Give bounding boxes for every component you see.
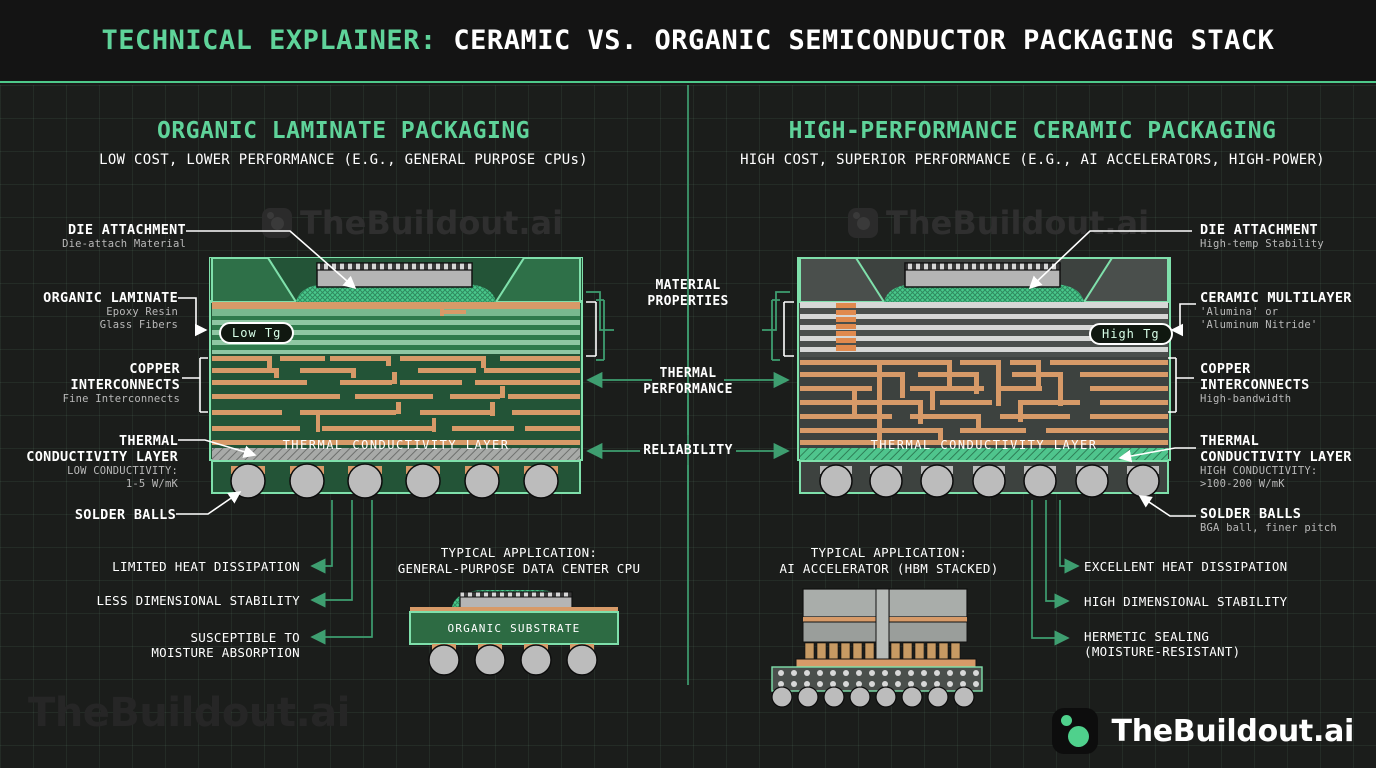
right-callout-solder-balls: SOLDER BALLS BGA ball, finer pitch: [1200, 506, 1376, 535]
left-panel-title-block: ORGANIC LAMINATE PACKAGING LOW COST, LOW…: [0, 118, 687, 168]
right-callout-die-attachment: DIE ATTACHMENT High-temp Stability: [1200, 222, 1376, 251]
left-app-line2: GENERAL-PURPOSE DATA CENTER CPU: [397, 561, 641, 576]
right-panel-subtitle: HIGH COST, SUPERIOR PERFORMANCE (E.G., A…: [740, 152, 1325, 168]
right-callout-ceramic-multilayer: CERAMIC MULTILAYER 'Alumina' or 'Aluminu…: [1200, 290, 1376, 332]
left-bullet-1: LIMITED HEAT DISSIPATION: [112, 559, 300, 574]
brand-logo[interactable]: TheBuildout.ai: [1051, 708, 1355, 754]
right-application-caption: TYPICAL APPLICATION: AI ACCELERATOR (HBM…: [764, 545, 1014, 577]
left-bullet-2: LESS DIMENSIONAL STABILITY: [96, 593, 300, 608]
title-main: CERAMIC VS. ORGANIC SEMICONDUCTOR PACKAG…: [453, 25, 1275, 56]
left-app-line1: TYPICAL APPLICATION:: [440, 545, 598, 560]
logo-dot-large: [1067, 726, 1089, 747]
callout-title: ORGANIC LAMINATE: [43, 290, 178, 306]
right-bullet-3: HERMETIC SEALING (MOISTURE-RESISTANT): [1084, 629, 1241, 659]
callout-title: THERMAL CONDUCTIVITY LAYER: [1200, 433, 1352, 465]
callout-title: SOLDER BALLS: [74, 507, 176, 523]
right-panel-title: HIGH-PERFORMANCE CERAMIC PACKAGING: [788, 118, 1277, 144]
right-thermal-layer-label: THERMAL CONDUCTIVITY LAYER: [870, 438, 1098, 452]
left-callout-solder-balls: SOLDER BALLS: [0, 507, 176, 523]
logo-text: TheBuildout.ai: [1111, 713, 1355, 749]
callout-title: COPPER INTERCONNECTS: [70, 361, 180, 393]
right-tg-pill: High Tg: [1089, 323, 1173, 345]
right-app-line2: AI ACCELERATOR (HBM STACKED): [779, 561, 999, 576]
left-bullet-3: SUSCEPTIBLE TO MOISTURE ABSORPTION: [151, 630, 300, 660]
right-callout-copper-interconnects: COPPER INTERCONNECTS High-bandwidth: [1200, 361, 1376, 406]
left-panel-title: ORGANIC LAMINATE PACKAGING: [156, 118, 531, 144]
header-bar: TECHNICAL EXPLAINER: CERAMIC VS. ORGANIC…: [0, 0, 1376, 83]
comparison-thermal-performance: THERMAL PERFORMANCE: [643, 366, 733, 397]
left-tg-pill: Low Tg: [219, 322, 295, 344]
callout-title: SOLDER BALLS: [1200, 506, 1302, 522]
callout-sub: Die-attach Material: [62, 238, 186, 250]
callout-title: COPPER INTERCONNECTS: [1200, 361, 1310, 393]
left-callout-thermal-layer: THERMAL CONDUCTIVITY LAYER LOW CONDUCTIV…: [0, 433, 178, 491]
left-application-caption: TYPICAL APPLICATION: GENERAL-PURPOSE DAT…: [394, 545, 644, 577]
left-callout-copper-interconnects: COPPER INTERCONNECTS Fine Interconnects: [0, 361, 180, 406]
logo-mark-icon: [1051, 708, 1098, 754]
callout-sub: LOW CONDUCTIVITY: 1-5 W/mK: [67, 465, 178, 490]
callout-sub: Fine Interconnects: [62, 393, 180, 405]
left-callout-organic-laminate: ORGANIC LAMINATE Epoxy Resin Glass Fiber…: [0, 290, 178, 332]
callout-sub: Epoxy Resin Glass Fibers: [99, 306, 178, 331]
title-accent: TECHNICAL EXPLAINER:: [101, 25, 437, 56]
left-callout-die-attachment: DIE ATTACHMENT Die-attach Material: [0, 222, 186, 251]
callout-sub: 'Alumina' or 'Aluminum Nitride': [1200, 306, 1318, 331]
right-callout-thermal-layer: THERMAL CONDUCTIVITY LAYER HIGH CONDUCTI…: [1200, 433, 1376, 491]
center-divider: [687, 85, 689, 685]
callout-title: CERAMIC MULTILAYER: [1200, 290, 1352, 306]
callout-title: THERMAL CONDUCTIVITY LAYER: [26, 433, 178, 465]
right-bullet-1: EXCELLENT HEAT DISSIPATION: [1084, 559, 1288, 574]
page-title: TECHNICAL EXPLAINER: CERAMIC VS. ORGANIC…: [102, 25, 1275, 56]
callout-sub: HIGH CONDUCTIVITY: >100-200 W/mK: [1200, 465, 1318, 490]
right-bullet-2: HIGH DIMENSIONAL STABILITY: [1084, 594, 1288, 609]
right-panel-title-block: HIGH-PERFORMANCE CERAMIC PACKAGING HIGH …: [689, 118, 1376, 168]
right-app-line1: TYPICAL APPLICATION:: [810, 545, 968, 560]
callout-sub: High-bandwidth: [1200, 393, 1292, 405]
callout-title: DIE ATTACHMENT: [68, 222, 186, 238]
callout-sub: High-temp Stability: [1200, 238, 1324, 250]
comparison-reliability: RELIABILITY: [643, 443, 733, 458]
left-panel-subtitle: LOW COST, LOWER PERFORMANCE (E.G., GENER…: [99, 152, 588, 168]
organic-substrate-label: ORGANIC SUBSTRATE: [447, 622, 581, 635]
logo-dot-small: [1060, 715, 1072, 726]
comparison-material-properties: MATERIAL PROPERTIES: [647, 278, 729, 309]
callout-sub: BGA ball, finer pitch: [1200, 522, 1337, 534]
left-thermal-layer-label: THERMAL CONDUCTIVITY LAYER: [282, 438, 510, 452]
callout-title: DIE ATTACHMENT: [1200, 222, 1318, 238]
